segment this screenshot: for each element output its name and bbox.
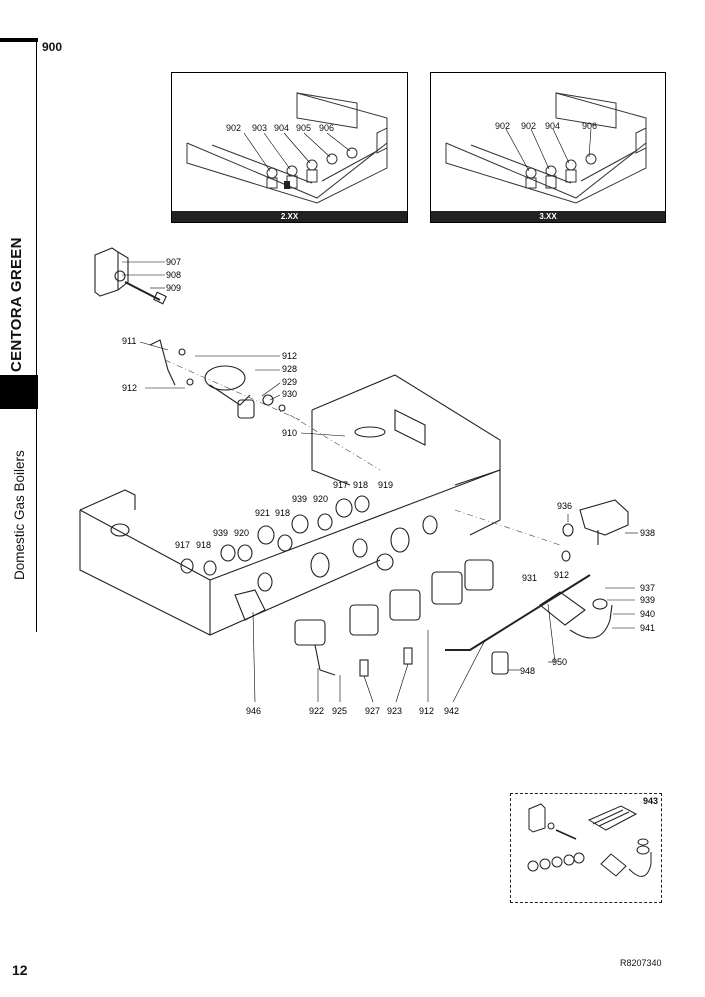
callout: 906 [582,121,598,131]
callout-911: 911 [122,336,136,346]
callout-948: 948 [520,666,535,676]
callout: 905 [296,123,312,133]
service-valve-part [234,589,266,621]
callout-917: 917 [333,480,348,490]
callout-939: 939 [640,595,655,605]
callout-931: 931 [522,573,537,583]
section-number: 900 [42,40,63,54]
callout-908: 908 [166,270,181,280]
callout-930: 930 [282,389,297,399]
callout: 904 [274,123,290,133]
callout-942: 942 [444,706,459,716]
callout: 906 [319,123,335,133]
variant-2xx-label: 2.XX [172,211,407,222]
callout: 902 [226,123,242,133]
callout-920: 920 [234,528,249,538]
header-rule [0,38,38,42]
variant-3xx-label: 3.XX [431,211,665,222]
callout-950: 950 [552,657,567,667]
callout-918: 918 [275,508,290,518]
callout-920: 920 [313,494,328,504]
kit-label: 943 [642,796,658,806]
variant-3xx-box: 902 902 904 906 3.XX [430,72,666,223]
variant-2xx-drawing [186,92,388,204]
callout-940: 940 [640,609,655,619]
wall-bracket-part [94,247,119,297]
callout-929: 929 [282,377,297,387]
sidebar-tab [0,375,38,409]
callout-923: 923 [387,706,402,716]
callout-918: 918 [353,480,368,490]
callout: 904 [545,121,561,131]
callout: 903 [252,123,268,133]
page-number: 12 [12,962,28,978]
callout-938: 938 [640,528,655,538]
callout-909: 909 [166,283,181,293]
callout: 902 [495,121,511,131]
callout-918: 918 [196,540,211,550]
callout: 902 [521,121,537,131]
callout-912: 912 [122,383,137,393]
callout-937: 937 [640,583,655,593]
callout-939: 939 [292,494,307,504]
callout-941: 941 [640,623,655,633]
document-reference: R8207340 [620,958,662,968]
frame-base-part [79,489,136,511]
callout-910: 910 [282,428,297,438]
kit-box: 943 [510,793,662,903]
sidebar-rule [36,42,37,632]
callout-925: 925 [332,706,347,716]
kit-drawing [527,803,652,877]
callout-912: 912 [282,351,297,361]
callout-928: 928 [282,364,297,374]
callout-919: 919 [378,480,393,490]
callout-912: 912 [554,570,569,580]
callout-912: 912 [419,706,434,716]
variant-2xx-box: 902 903 904 905 906 2.XX [171,72,408,223]
callout-939: 939 [213,528,228,538]
frame-back-part [311,374,501,486]
variant-3xx-drawing [445,92,647,204]
callout-927: 927 [365,706,380,716]
callout-936: 936 [557,501,572,511]
callout-946: 946 [246,706,261,716]
callout-907: 907 [166,257,181,267]
callout-922: 922 [309,706,324,716]
callout-917: 917 [175,540,190,550]
callout-921: 921 [255,508,270,518]
pipe-part [149,339,176,386]
